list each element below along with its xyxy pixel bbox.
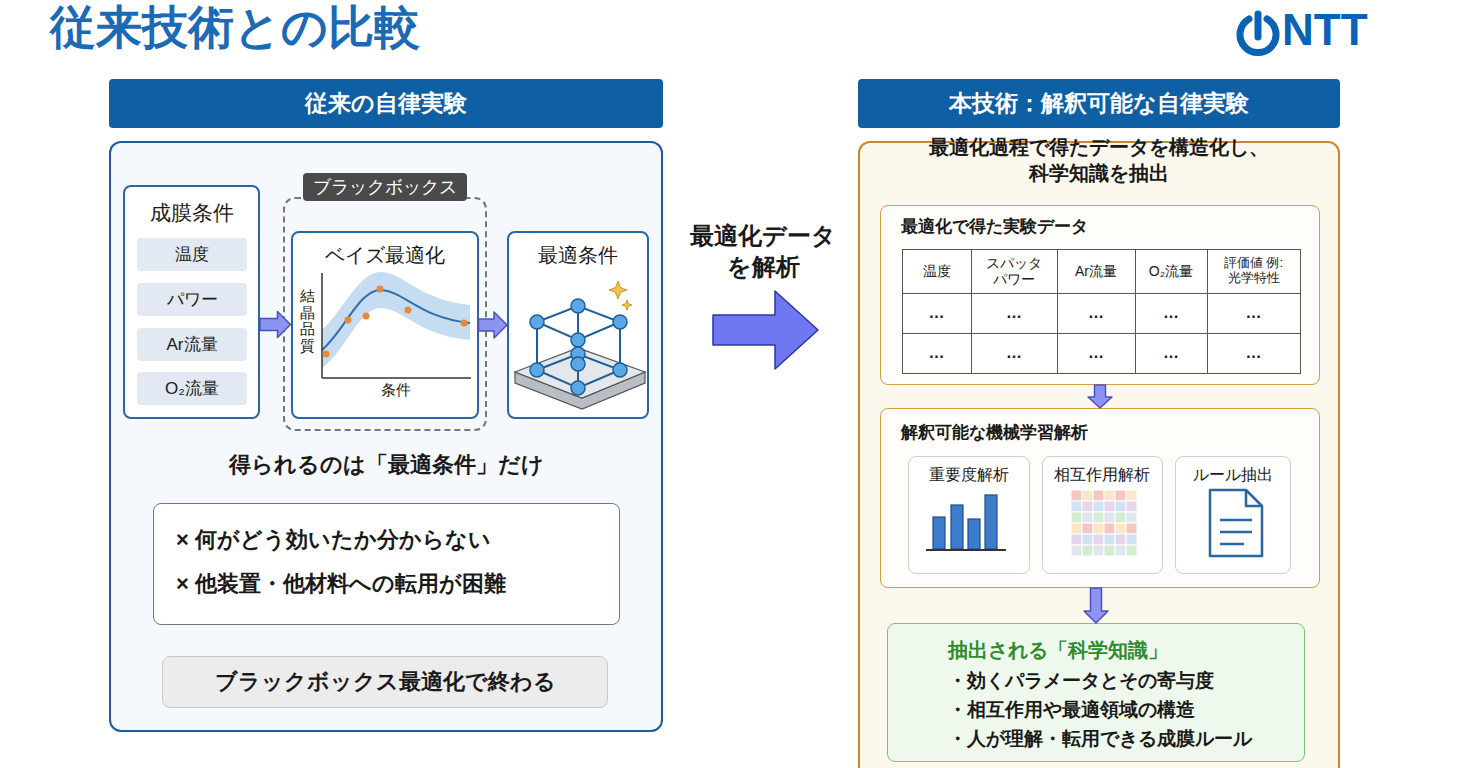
node-title: 最適化で得た実験データ bbox=[901, 215, 1319, 238]
table-cell: … bbox=[903, 334, 972, 374]
node-text: 最適化過程で得たデータを構造化し、 科学知識を抽出 bbox=[914, 134, 1284, 186]
logo-ring bbox=[1240, 19, 1276, 53]
node-title: ブラックボックス bbox=[303, 173, 467, 201]
table-cell: … bbox=[1136, 334, 1208, 374]
data-box: 最適化で得た実験データ温度スパッタ パワーAr流量O₂流量評価値 例:光学特性…… bbox=[880, 205, 1320, 385]
table-cell: … bbox=[1136, 294, 1208, 334]
node-title: 抽出される「科学知識」 bbox=[948, 634, 1304, 666]
node-title: 解釈可能な機械学習解析 bbox=[901, 421, 1319, 444]
table-header-cell: 評価値 例:光学特性 bbox=[1208, 250, 1301, 294]
table-header-cell: 温度 bbox=[903, 250, 972, 294]
node-text: ・人が理解・転用できる成膜ルール bbox=[948, 724, 1304, 753]
conclusion-box: ブラックボックス最適化で終わる bbox=[162, 656, 608, 708]
data-table: 温度スパッタ パワーAr流量O₂流量評価値 例:光学特性………………………… bbox=[902, 249, 1301, 374]
table-cell: … bbox=[1058, 334, 1136, 374]
knowledge-box: 抽出される「科学知識」・効くパラメータとその寄与度・相互作用や最適領域の構造・人… bbox=[887, 623, 1305, 762]
panel: 本技術：解釈可能な自律実験最適化過程で得たデータを構造化し、 科学知識を抽出最適… bbox=[858, 141, 1340, 768]
node-title: ブラックボックス最適化で終わる bbox=[163, 657, 607, 706]
node-text: ・相互作用や最適領域の構造 bbox=[948, 695, 1304, 724]
node-title: 本技術：解釈可能な自律実験 bbox=[858, 79, 1340, 128]
logo-text: NTT bbox=[1282, 8, 1368, 52]
node-title: パワー bbox=[137, 283, 247, 316]
analysis-box: 解釈可能な機械学習解析重要度解析相互作用解析ルール抽出 bbox=[880, 408, 1320, 588]
table-header-cell: O₂流量 bbox=[1136, 250, 1208, 294]
result-box: 最適条件 bbox=[507, 231, 649, 419]
table-cell: … bbox=[903, 294, 972, 334]
node-text: ・効くパラメータとその寄与度 bbox=[948, 666, 1304, 695]
logo-bar bbox=[1255, 14, 1262, 37]
node-title: ルール抽出 bbox=[1176, 465, 1290, 486]
table-cell: … bbox=[1208, 294, 1301, 334]
node-title: 最適条件 bbox=[509, 242, 647, 269]
node-title: 温度 bbox=[137, 238, 247, 271]
axis-label: 結晶品質 bbox=[300, 288, 315, 354]
node-title: O₂流量 bbox=[137, 372, 247, 405]
table-cell: … bbox=[1208, 334, 1301, 374]
node-title: 従来の自律実験 bbox=[109, 79, 663, 128]
ntt-logo-symbol bbox=[1240, 14, 1276, 53]
method-card: 重要度解析 bbox=[908, 456, 1030, 574]
summary-note: 得られるのは「最適条件」だけ bbox=[109, 450, 663, 480]
parameter-item: O₂流量 bbox=[137, 372, 247, 405]
block-arrow bbox=[713, 291, 818, 369]
table-header-cell: スパッタ パワー bbox=[972, 250, 1058, 294]
axis-label: 条件 bbox=[366, 381, 426, 400]
panel: 従来の自律実験成膜条件温度パワーAr流量O₂流量ブラックボックスベイズ最適化最適… bbox=[109, 141, 663, 732]
table-cell: … bbox=[972, 334, 1058, 374]
node-title: 重要度解析 bbox=[909, 465, 1029, 486]
method-card: ルール抽出 bbox=[1175, 456, 1291, 574]
table-cell: … bbox=[1058, 294, 1136, 334]
parameter-item: 温度 bbox=[137, 238, 247, 271]
parameter-item: パワー bbox=[137, 283, 247, 316]
method-card: 相互作用解析 bbox=[1042, 456, 1163, 574]
edge-label: 最適化データ を解析 bbox=[681, 220, 845, 282]
table-cell: … bbox=[972, 294, 1058, 334]
node-title: 相互作用解析 bbox=[1043, 465, 1162, 486]
node-text: × 他装置・他材料への転用が困難 bbox=[176, 562, 619, 606]
parameter-item: Ar流量 bbox=[137, 328, 247, 361]
node-title: Ar流量 bbox=[137, 328, 247, 361]
node-title: ベイズ最適化 bbox=[293, 242, 477, 269]
node-title: 成膜条件 bbox=[125, 199, 258, 227]
parameter-box: 成膜条件温度パワー Ar流量 O₂流量 bbox=[123, 185, 260, 419]
page-title: 従来技術との比較 bbox=[50, 2, 420, 53]
table-header-cell: Ar流量 bbox=[1058, 250, 1136, 294]
node-title: × 何がどう効いたか分からない bbox=[176, 518, 619, 562]
drawback-box: × 何がどう効いたか分からない× 他装置・他材料への転用が困難 bbox=[153, 503, 620, 625]
